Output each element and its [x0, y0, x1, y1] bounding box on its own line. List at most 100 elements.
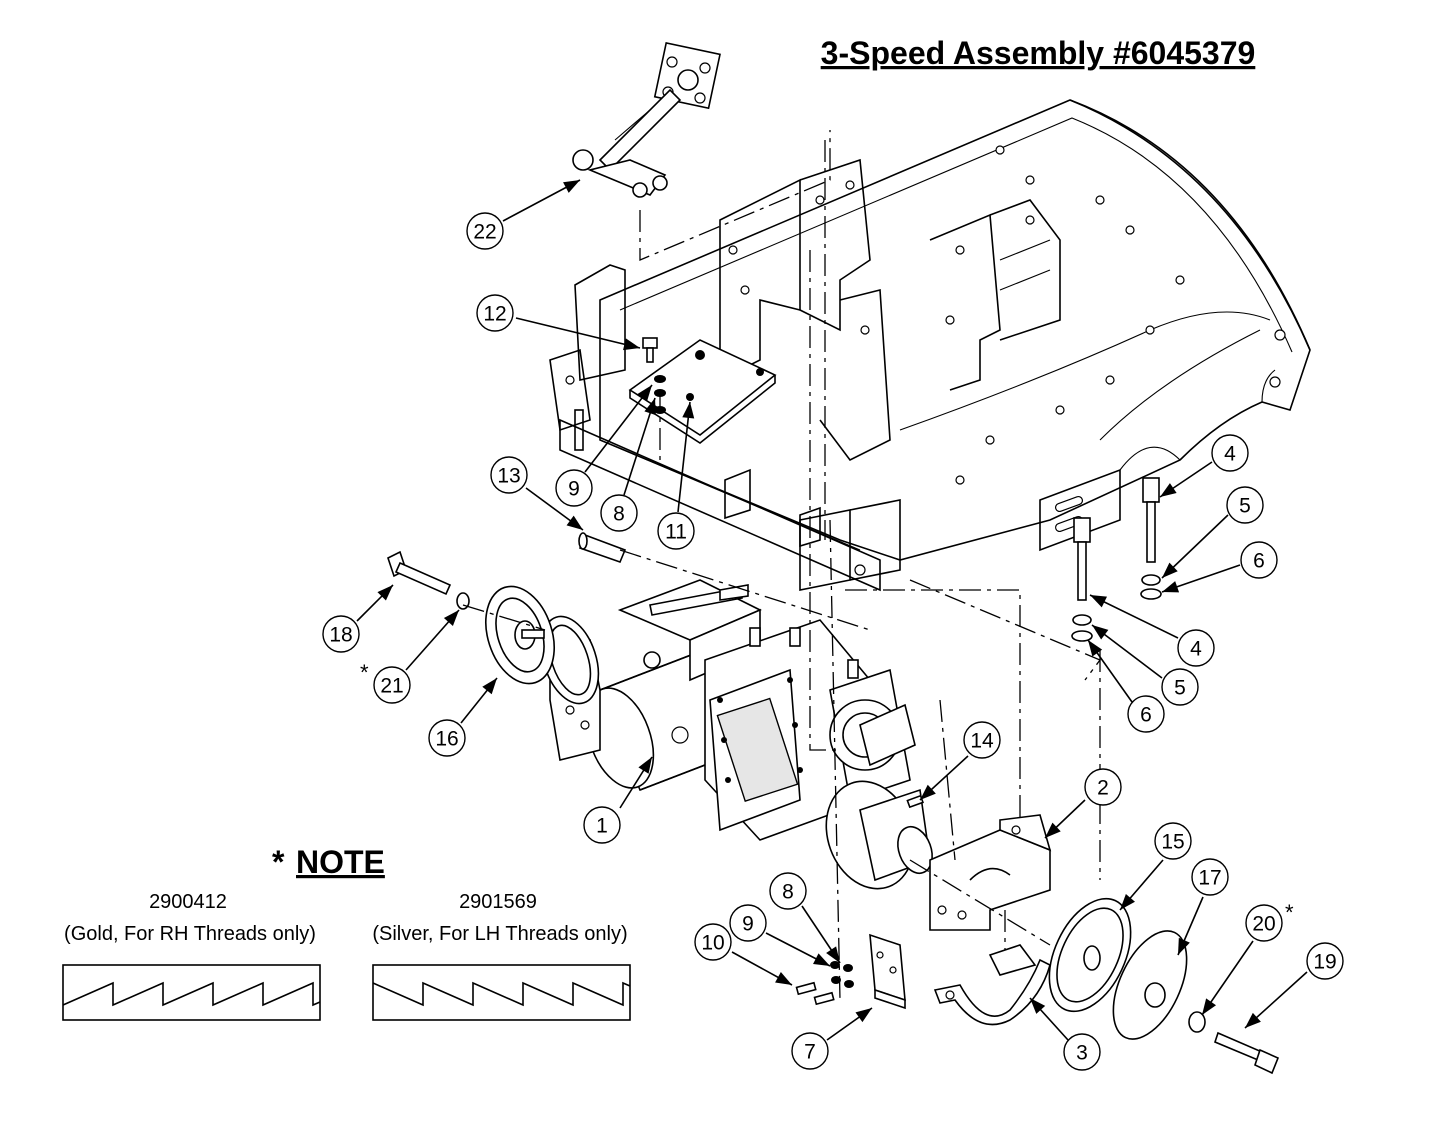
callout-label-c12: 12: [483, 303, 506, 326]
callout-circle-c19: [1306, 942, 1344, 980]
input-pulley: [485, 585, 555, 685]
bracket-7: [869, 933, 906, 1010]
leader-arrow-c14: [920, 784, 936, 800]
leader-arrow-c2: [1045, 822, 1061, 838]
leader-arrow-c7: [855, 1008, 872, 1023]
part-number-silver: 2901569: [459, 891, 537, 913]
leader-arrow-c6b: [1088, 640, 1103, 657]
transmission: [540, 579, 933, 890]
callout-circle-c11: [657, 512, 695, 550]
callout-circle-c15: [1154, 822, 1192, 860]
callout-circle-c5a: [1226, 486, 1264, 524]
leader-line-c11: [677, 401, 691, 513]
leader-arrow-c8a: [644, 398, 656, 416]
leader-line-c4b: [1089, 594, 1179, 639]
leader-arrow-c20: [1202, 998, 1217, 1015]
leader-line-c12: [515, 317, 641, 349]
callout-label-c3: 3: [1076, 1042, 1088, 1065]
leader-arrow-c3: [1030, 998, 1046, 1014]
callout-circle-c9a: [555, 469, 593, 507]
leader-arrow-c8b: [826, 946, 840, 963]
lockwasher-8-lower-a: [843, 964, 853, 972]
callout-label-c18: 18: [329, 624, 352, 647]
callout-circle-c3: [1063, 1033, 1101, 1071]
washer-6-lower: [1071, 630, 1093, 642]
callout-label-c1: 1: [596, 815, 608, 838]
callout-label-c20: 20: [1252, 913, 1275, 936]
bolt-4-upper: [1142, 477, 1160, 563]
callout-circle-c21: [373, 666, 411, 704]
leader-arrow-c15: [1120, 893, 1135, 910]
callout-circle-c8b: [769, 872, 807, 910]
callout-circle-c8a: [600, 494, 638, 532]
callout-circle-c16: [428, 719, 466, 757]
callout-label-c9b: 9: [742, 913, 754, 936]
note-star: *: [272, 844, 285, 880]
callout-circle-c7: [791, 1032, 829, 1070]
callout-label-c13: 13: [497, 465, 520, 488]
bolt-12: [642, 337, 658, 363]
leader-arrow-c4b: [1090, 595, 1108, 608]
note-heading: NOTE: [296, 844, 385, 880]
asterisk-20: *: [1285, 900, 1294, 925]
leader-arrow-c1: [638, 757, 652, 774]
lockwasher-8-lower-b: [844, 980, 854, 988]
shift-linkage: [572, 42, 721, 198]
mounting-plate: [628, 339, 777, 444]
washer-6-upper: [1140, 588, 1162, 600]
washer-9-lower-b: [831, 976, 841, 984]
leader-arrow-c4a: [1160, 483, 1177, 497]
callout-circle-c4a: [1211, 434, 1249, 472]
washer-21: [456, 592, 470, 610]
callout-label-c5b: 5: [1174, 677, 1186, 700]
diagram-title: 3-Speed Assembly #6045379: [821, 35, 1256, 71]
fitting-13: [578, 532, 627, 564]
callout-label-c8a: 8: [613, 503, 625, 526]
leader-arrow-c18: [377, 585, 393, 601]
part-description-silver: (Silver, For LH Threads only): [372, 923, 627, 945]
sheave-17: [1112, 930, 1188, 1040]
callout-circle-c2: [1084, 768, 1122, 806]
callout-circle-c14: [963, 721, 1001, 759]
callout-circle-c6a: [1240, 541, 1278, 579]
washer-9-lower-a: [830, 961, 840, 969]
bolt-4-lower: [1073, 517, 1091, 601]
callout-leaders: [356, 179, 1308, 1041]
leader-arrow-c9a: [637, 385, 652, 402]
leader-arrow-c21: [443, 610, 459, 626]
callout-label-c10: 10: [701, 932, 724, 955]
callout-label-c15: 15: [1161, 831, 1184, 854]
callout-label-c5a: 5: [1239, 495, 1251, 518]
leader-arrow-c5b: [1092, 625, 1109, 640]
washer-20: [1188, 1011, 1206, 1033]
bolt-19: [1214, 1031, 1280, 1075]
leader-arrow-c12: [623, 338, 640, 351]
callout-circle-c18: [322, 615, 360, 653]
note-section: * NOTE 2900412 (Gold, For RH Threads onl…: [62, 844, 631, 1021]
callout-label-c6b: 6: [1140, 704, 1152, 727]
callout-label-c6a: 6: [1253, 550, 1265, 573]
washer-5-upper: [1141, 574, 1161, 586]
leader-line-c9a: [584, 384, 653, 473]
leader-arrow-c19: [1245, 1012, 1261, 1028]
callout-label-c11: 11: [665, 521, 687, 544]
callout-label-c4a: 4: [1224, 443, 1236, 466]
bearing-cap-3: [933, 944, 1051, 1026]
tractor-frame: [549, 99, 1311, 592]
leader-arrow-c13: [566, 515, 583, 530]
washer-9-upper: [654, 375, 666, 383]
sheave-15: [1048, 897, 1132, 1013]
callout-circle-c17: [1191, 858, 1229, 896]
callout-circle-c13: [490, 456, 528, 494]
callout-circle-c4b: [1177, 629, 1215, 667]
callout-circle-c5b: [1161, 668, 1199, 706]
callout-label-c17: 17: [1198, 867, 1221, 890]
callout-label-c21: 21: [380, 675, 403, 698]
callout-circle-c12: [476, 294, 514, 332]
callout-label-c16: 16: [435, 728, 458, 751]
callout-label-c14: 14: [970, 730, 994, 753]
part-number-gold: 2900412: [149, 891, 227, 913]
leader-arrow-c6a: [1162, 581, 1180, 593]
bolt-10: [795, 981, 835, 1006]
leader-arrow-c22: [563, 180, 580, 193]
